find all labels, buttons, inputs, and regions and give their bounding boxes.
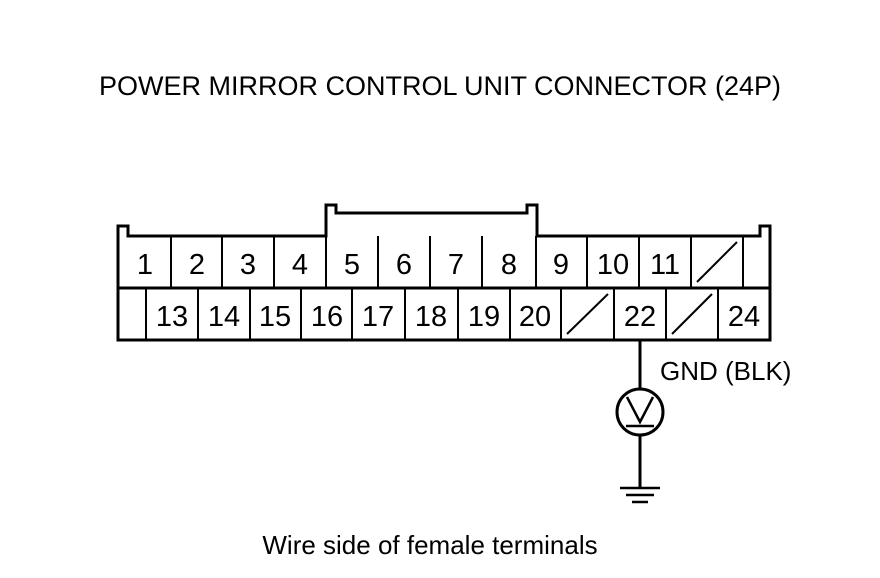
- terminal-label: 17: [362, 301, 394, 333]
- voltmeter-symbol: [625, 396, 655, 428]
- terminal-label: 5: [344, 249, 360, 281]
- terminal-label: 22: [624, 301, 656, 333]
- terminal-label: 14: [208, 301, 240, 333]
- terminal-label: 6: [396, 249, 412, 281]
- terminal-label: 24: [728, 301, 760, 333]
- terminal-label: 4: [292, 249, 308, 281]
- terminal-label: 10: [597, 249, 629, 281]
- terminal-label: 3: [240, 249, 256, 281]
- terminal-label: 16: [311, 301, 343, 333]
- diagram-title: POWER MIRROR CONTROL UNIT CONNECTOR (24P…: [98, 71, 782, 101]
- terminal-label: 1: [137, 249, 153, 281]
- blocked-cavity-bottom-23: [671, 293, 713, 335]
- connector-body: [116, 203, 772, 342]
- blocked-cavity-top-12: [696, 241, 738, 283]
- terminal-label: 13: [156, 301, 188, 333]
- terminal-label: 11: [650, 249, 680, 281]
- top-row-dividers: [170, 236, 744, 288]
- top-row-labels: 1 2 3 4 5 6 7 8 9 10 11: [137, 249, 680, 281]
- terminal-label: 9: [553, 249, 569, 281]
- bottom-row-labels: 13 14 15 16 17 18 19 20 22 24: [156, 301, 760, 333]
- terminal-label: 19: [468, 301, 500, 333]
- terminal-label: 18: [415, 301, 447, 333]
- bottom-row-dividers: [145, 288, 719, 340]
- diagram-caption: Wire side of female terminals: [262, 530, 598, 560]
- blocked-cavity-marks: [566, 241, 738, 335]
- terminal-label: 2: [189, 249, 205, 281]
- blocked-cavity-bottom-21: [566, 293, 609, 335]
- ground-wire-label: GND (BLK): [660, 356, 791, 386]
- terminal-label: 8: [501, 249, 517, 281]
- voltmeter-icon: [615, 387, 665, 437]
- terminal-label: 7: [448, 249, 464, 281]
- ground-icon: [620, 486, 660, 504]
- terminal-label: 20: [519, 301, 551, 333]
- terminal-label: 15: [259, 301, 291, 333]
